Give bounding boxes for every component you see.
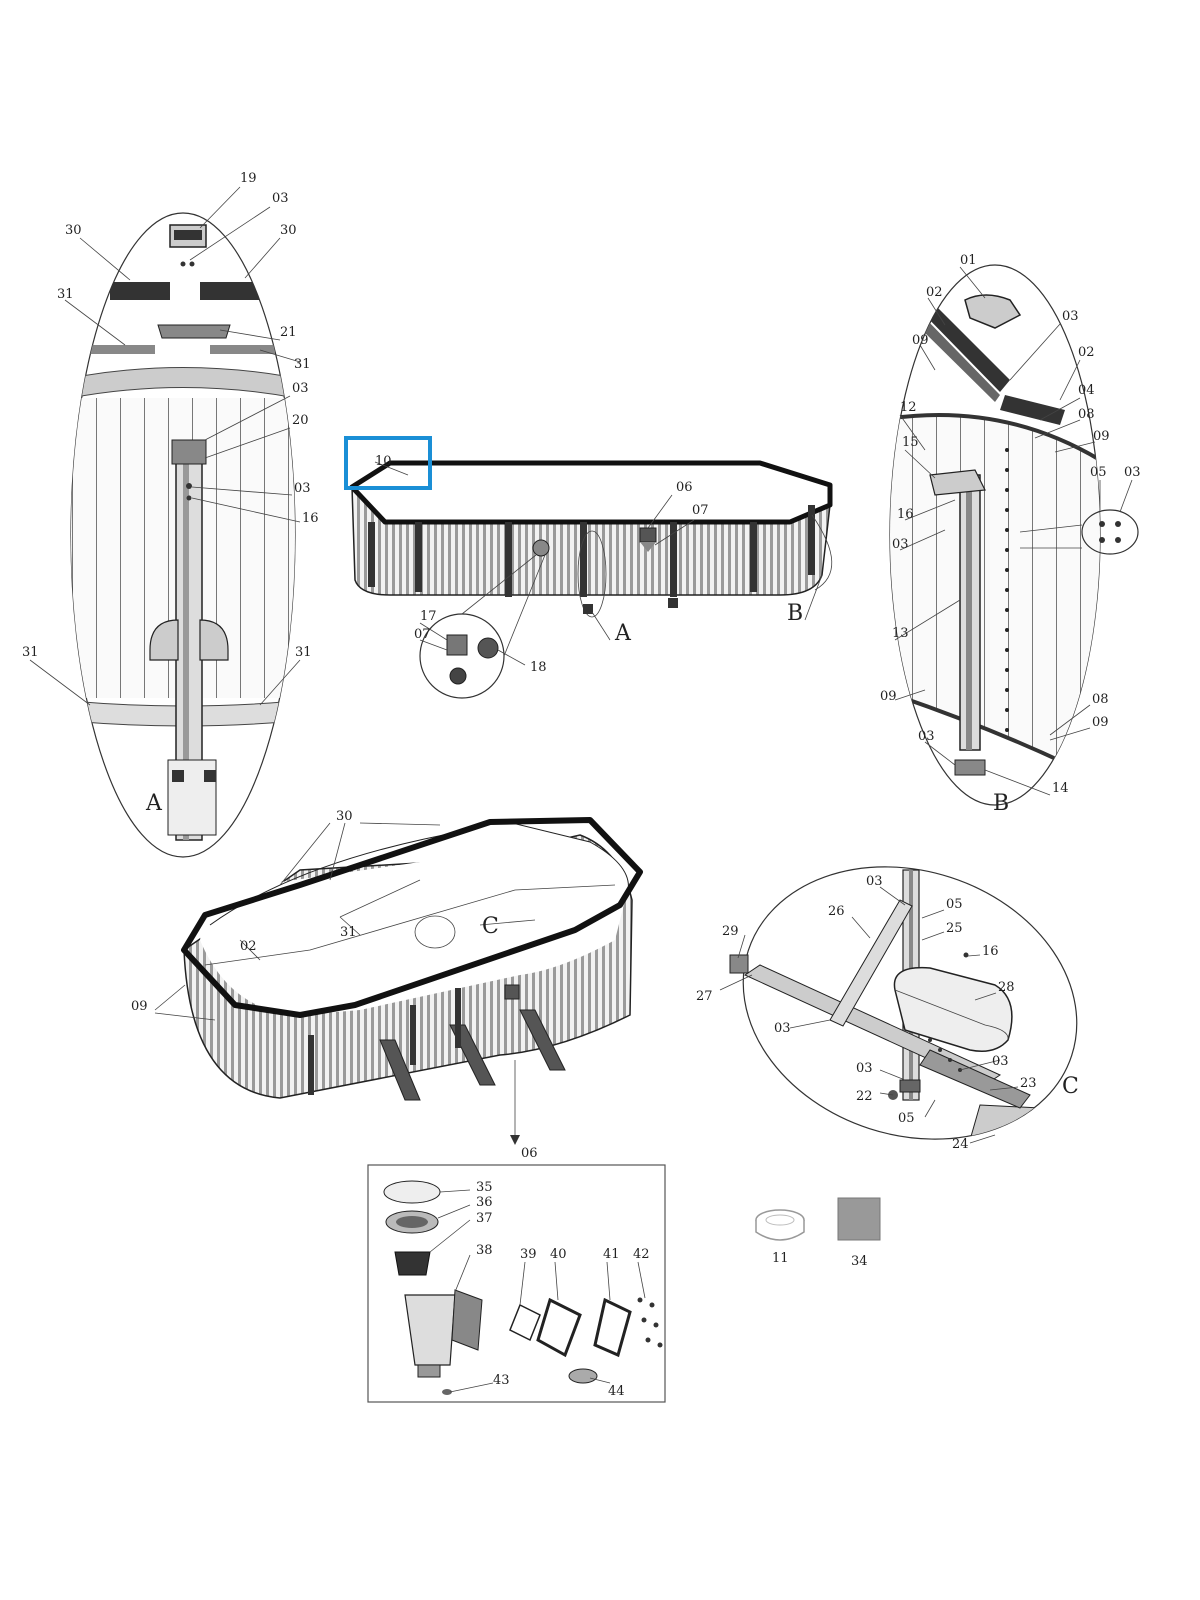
label-12: 12 xyxy=(900,400,917,415)
label-03: 03 xyxy=(774,1021,791,1036)
label-03: 03 xyxy=(892,537,909,552)
label-07: 07 xyxy=(692,503,709,518)
label-01: 01 xyxy=(960,253,977,268)
part-34-square xyxy=(837,1197,881,1241)
label-36: 36 xyxy=(476,1195,493,1210)
detail-c-outline xyxy=(742,866,1078,1140)
label-42: 42 xyxy=(633,1247,650,1262)
label-17: 17 xyxy=(420,609,437,624)
label-09: 09 xyxy=(912,333,929,348)
detail-letter-b-ref: B xyxy=(787,601,803,626)
label-31: 31 xyxy=(57,287,74,302)
label-09: 09 xyxy=(880,689,897,704)
seat-cap-part xyxy=(893,966,1013,1052)
label-03: 03 xyxy=(856,1061,873,1076)
label-31: 31 xyxy=(22,645,39,660)
label-24: 24 xyxy=(952,1137,969,1152)
label-09: 09 xyxy=(1093,429,1110,444)
label-07: 07 xyxy=(414,627,431,642)
label-11: 11 xyxy=(772,1251,789,1266)
label-38: 38 xyxy=(476,1243,493,1258)
skimmer-parts-box: 35 36 37 38 39 40 41 42 43 44 xyxy=(367,1164,666,1403)
label-28: 28 xyxy=(998,980,1015,995)
label-14: 14 xyxy=(1052,781,1069,796)
label-31: 31 xyxy=(294,357,311,372)
label-23: 23 xyxy=(1020,1076,1037,1091)
label-06: 06 xyxy=(676,480,693,495)
detail-a: 19 03 30 30 31 21 31 03 20 03 16 31 31 A xyxy=(22,171,319,858)
label-16: 16 xyxy=(897,507,914,522)
detail-letter-a: A xyxy=(145,791,163,816)
label-39: 39 xyxy=(520,1247,537,1262)
label-30: 30 xyxy=(65,223,82,238)
label-37: 37 xyxy=(476,1211,493,1226)
label-44: 44 xyxy=(608,1384,625,1399)
label-30: 30 xyxy=(280,223,297,238)
detail-b: 01 02 03 09 02 04 08 12 09 15 05 03 16 0… xyxy=(880,253,1141,816)
label-18: 18 xyxy=(530,660,547,675)
label-16: 16 xyxy=(302,511,319,526)
label-05: 05 xyxy=(1090,465,1107,480)
label-08: 08 xyxy=(1078,407,1095,422)
label-03: 03 xyxy=(272,191,289,206)
label-26: 26 xyxy=(828,904,845,919)
detail-c: 03 26 05 25 29 16 27 28 03 03 03 23 22 0… xyxy=(696,866,1081,1152)
label-02: 02 xyxy=(926,285,943,300)
label-03: 03 xyxy=(292,381,309,396)
label-29: 29 xyxy=(722,924,739,939)
detail-letter-b: B xyxy=(993,791,1009,816)
detail-letter-a-ref: A xyxy=(614,621,632,646)
loose-parts: 11 34 xyxy=(755,1197,881,1269)
label-02: 02 xyxy=(240,939,257,954)
label-30: 30 xyxy=(336,809,353,824)
label-03: 03 xyxy=(294,481,311,496)
label-09: 09 xyxy=(131,999,148,1014)
label-13: 13 xyxy=(892,626,909,641)
label-21: 21 xyxy=(280,325,297,340)
label-15: 15 xyxy=(902,435,919,450)
label-04: 04 xyxy=(1078,383,1095,398)
label-19: 19 xyxy=(240,171,257,186)
label-03: 03 xyxy=(992,1054,1009,1069)
pool-top-view: 10 06 07 17 07 18 A B xyxy=(344,436,833,699)
label-35: 35 xyxy=(476,1180,493,1195)
label-09: 09 xyxy=(1092,715,1109,730)
top-rail-frame xyxy=(181,817,643,1018)
label-20: 20 xyxy=(292,413,309,428)
label-02: 02 xyxy=(1078,345,1095,360)
label-31: 31 xyxy=(340,925,357,940)
label-43: 43 xyxy=(493,1373,510,1388)
label-27: 27 xyxy=(696,989,713,1004)
label-25: 25 xyxy=(946,921,963,936)
label-31: 31 xyxy=(295,645,312,660)
label-41: 41 xyxy=(603,1247,620,1262)
label-03: 03 xyxy=(1124,465,1141,480)
detail-letter-c-ref: C xyxy=(482,914,499,939)
label-34: 34 xyxy=(851,1254,868,1269)
label-06: 06 xyxy=(521,1146,538,1161)
label-05: 05 xyxy=(898,1111,915,1126)
label-03: 03 xyxy=(918,729,935,744)
highlight-box xyxy=(344,436,432,490)
label-05: 05 xyxy=(946,897,963,912)
label-03: 03 xyxy=(866,874,883,889)
label-08: 08 xyxy=(1092,692,1109,707)
label-03: 03 xyxy=(1062,309,1079,324)
label-40: 40 xyxy=(550,1247,567,1262)
label-10: 10 xyxy=(375,454,392,469)
label-22: 22 xyxy=(856,1089,873,1104)
detail-letter-c: C xyxy=(1062,1074,1079,1099)
pool-iso-view: 30 31 02 09 C 06 xyxy=(131,809,643,1161)
label-16: 16 xyxy=(982,944,999,959)
